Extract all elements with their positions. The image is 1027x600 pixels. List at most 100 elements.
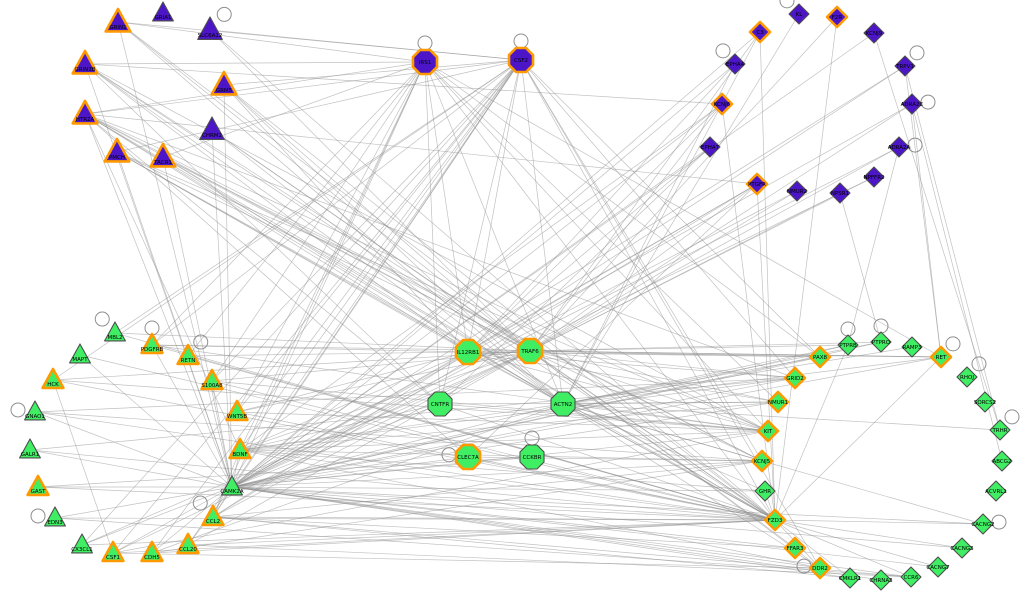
edge	[212, 460, 763, 518]
edge	[529, 350, 763, 462]
triangle-node-shape	[71, 99, 99, 125]
diamond-node-shape	[901, 93, 923, 115]
node-CCKBR[interactable]: CCKBR	[519, 444, 545, 470]
diamond-node-shape	[870, 331, 892, 353]
edge	[151, 61, 426, 346]
node-GRIN2B[interactable]: GRIN2B	[71, 49, 99, 75]
node-NMUR2[interactable]: NMUR2	[786, 180, 808, 202]
diamond-node-shape	[900, 566, 922, 588]
node-ACTN2[interactable]: ACTN2	[550, 391, 576, 417]
node-RHOJ[interactable]: RHOJ	[956, 366, 978, 388]
node-CLEC7A[interactable]: CLEC7A	[454, 443, 482, 471]
node-RETN[interactable]: RETN	[176, 343, 200, 366]
node-IRS1[interactable]: IRS1	[411, 48, 439, 76]
node-MAPT[interactable]: MAPT	[69, 343, 91, 364]
edge	[467, 351, 769, 432]
node-RAMP3[interactable]: RAMP3	[901, 336, 923, 358]
node-TRAF6[interactable]: TRAF6	[516, 337, 544, 365]
octagon-node-shape	[507, 46, 535, 74]
node-F2R[interactable]: F2R	[825, 5, 849, 29]
edge	[520, 59, 796, 379]
edge	[774, 16, 838, 521]
node-PTPRO[interactable]: PTPRO	[870, 331, 892, 353]
edge	[84, 61, 426, 65]
edge	[112, 486, 233, 554]
self-loop-edge	[873, 318, 889, 334]
diamond-node-shape	[750, 449, 774, 473]
edge	[187, 544, 912, 578]
edge	[231, 486, 882, 581]
edge	[562, 63, 736, 405]
octagon-node-shape	[550, 391, 576, 417]
node-CACNG7[interactable]: CACNG7	[926, 556, 950, 578]
node-KIT[interactable]: KIT	[756, 419, 780, 443]
node-ACVRL1[interactable]: ACVRL1	[985, 480, 1007, 502]
node-CNTFR[interactable]: CNTFR	[427, 391, 453, 417]
edge	[29, 449, 233, 488]
node-TRPV1[interactable]: TRPV1	[894, 55, 916, 77]
edge	[231, 486, 912, 578]
node-HTR2A[interactable]: HTR2A	[71, 99, 99, 125]
self-loop-edge	[192, 495, 208, 511]
edge	[239, 350, 531, 451]
edge	[84, 113, 441, 405]
edges-layer	[29, 13, 1003, 581]
node-HCK[interactable]: HCK	[41, 367, 65, 390]
edge	[231, 350, 531, 488]
edge	[212, 61, 426, 518]
node-GALR1[interactable]: GALR1	[19, 438, 41, 459]
node-ADRA2A[interactable]: ADRA2A	[888, 136, 911, 158]
edge	[904, 65, 942, 358]
node-KL[interactable]: KL	[788, 3, 810, 25]
node-CCR6[interactable]: CCR6	[900, 566, 922, 588]
edge	[439, 403, 776, 521]
node-CACNG3[interactable]: CACNG3	[950, 537, 974, 559]
edge	[223, 84, 564, 405]
node-ADRA2C[interactable]: ADRA2C	[901, 93, 924, 115]
node-CSF2[interactable]: CSF2	[507, 46, 535, 74]
triangle-node-shape	[210, 70, 238, 96]
diamond-node-shape	[766, 390, 790, 414]
edge	[34, 411, 776, 521]
triangle-node-shape	[225, 399, 249, 422]
diamond-node-shape	[808, 345, 832, 369]
edge	[231, 486, 766, 492]
node-KCNJ9[interactable]: KCNJ9	[863, 22, 885, 44]
edge	[114, 332, 776, 521]
edge	[231, 351, 469, 488]
edge	[520, 59, 763, 462]
node-NPFFR2[interactable]: NPFFR2	[863, 166, 885, 188]
node-GNAO1[interactable]: GNAO1	[24, 400, 46, 421]
node-MBL2[interactable]: MBL2	[104, 321, 126, 342]
node-GRIA1[interactable]: GRIA1	[152, 1, 174, 22]
node-SLC6A12[interactable]: SLC6A12	[197, 16, 223, 40]
node-GRM5[interactable]: GRM5	[210, 70, 238, 96]
node-GAST[interactable]: GAST	[26, 474, 50, 497]
edge	[84, 113, 796, 379]
node-NPSR1[interactable]: NPSR1	[829, 182, 851, 204]
node-KCNJ5[interactable]: KCNJ5	[750, 449, 774, 473]
node-PTPRB[interactable]: PTPRB	[837, 334, 859, 356]
node-TRHR[interactable]: TRHR	[989, 419, 1011, 441]
node-CCL20[interactable]: CCL20	[176, 532, 200, 555]
edge	[424, 61, 942, 358]
node-IL12RB1[interactable]: IL12RB1	[454, 338, 482, 366]
node-CACNG2[interactable]: CACNG2	[971, 513, 995, 535]
edge	[562, 13, 800, 405]
node-ABCG2[interactable]: ABCG2	[991, 450, 1013, 472]
diamond-node-shape	[808, 556, 832, 580]
edge	[187, 355, 776, 521]
node-SORCS2[interactable]: SORCS2	[974, 391, 996, 413]
edge	[774, 344, 849, 521]
self-loop-edge	[94, 311, 110, 327]
node-GRIN1[interactable]: GRIN1	[104, 7, 132, 33]
edge	[529, 350, 769, 432]
node-CHRNA3[interactable]: CHRNA3	[869, 569, 893, 591]
edge	[873, 32, 1001, 431]
node-C3[interactable]: C3	[748, 20, 772, 44]
edge	[236, 59, 522, 413]
octagon-node-shape	[519, 444, 545, 470]
diamond-node-shape	[985, 480, 1007, 502]
